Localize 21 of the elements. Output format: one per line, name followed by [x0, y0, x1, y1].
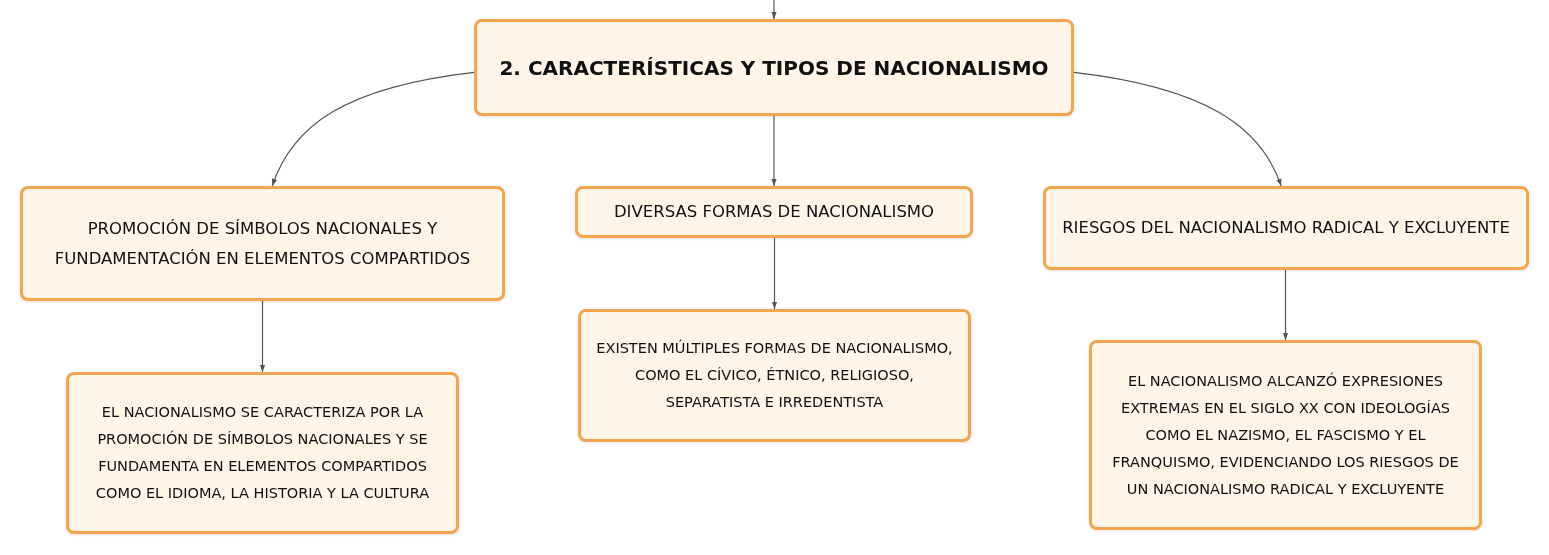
arrow	[771, 237, 778, 310]
concept-box	[20, 186, 505, 301]
concept-box	[575, 186, 973, 238]
box-text: EL NACIONALISMO ALCANZÓ EXPRESIONES EXTREMAS EN EL SIGLO XX CON IDEOLOGÍAS COMO EL NAZISMO, EL FASCISMO Y EL FRANQUISMO, EVIDENCIANDO LOS RIESGOS DE UN NACIONALISMO RADICAL Y EXCLUYENTE	[1111, 371, 1460, 499]
concept-box	[578, 309, 971, 442]
arrow	[259, 300, 266, 373]
box-text: RIESGOS DEL NACIONALISMO RADICAL Y EXCLUYENTE	[1061, 217, 1511, 239]
arrow	[771, 115, 777, 187]
arrow	[1073, 71, 1282, 187]
arrow	[1282, 269, 1289, 341]
concept-box	[1043, 186, 1529, 270]
arrow	[771, 0, 777, 20]
box-text: PROMOCIÓN DE SÍMBOLOS NACIONALES Y FUNDAMENTACIÓN EN ELEMENTOS COMPARTIDOS	[53, 217, 472, 270]
heading: 2. CARACTERÍSTICAS Y TIPOS DE NACIONALISMO	[499, 55, 1049, 80]
arrow	[271, 71, 475, 187]
concept-box	[1089, 340, 1482, 530]
box-text: EL NACIONALISMO SE CARACTERIZA POR LA PROMOCIÓN DE SÍMBOLOS NACIONALES Y SE FUNDAMENTA EN ELEMENTOS COMPARTIDOS COMO EL IDIOMA, LA HISTORIA Y LA CULTURA	[94, 403, 431, 503]
concept-box	[66, 372, 459, 534]
concept-box	[474, 19, 1074, 116]
box-text: DIVERSAS FORMAS DE NACIONALISMO	[612, 201, 936, 223]
box-text: EXISTEN MÚLTIPLES FORMAS DE NACIONALISMO, COMO EL CÍVICO, ÉTNICO, RELIGIOSO, SEPARATISTA E IRREDENTISTA	[595, 338, 954, 412]
